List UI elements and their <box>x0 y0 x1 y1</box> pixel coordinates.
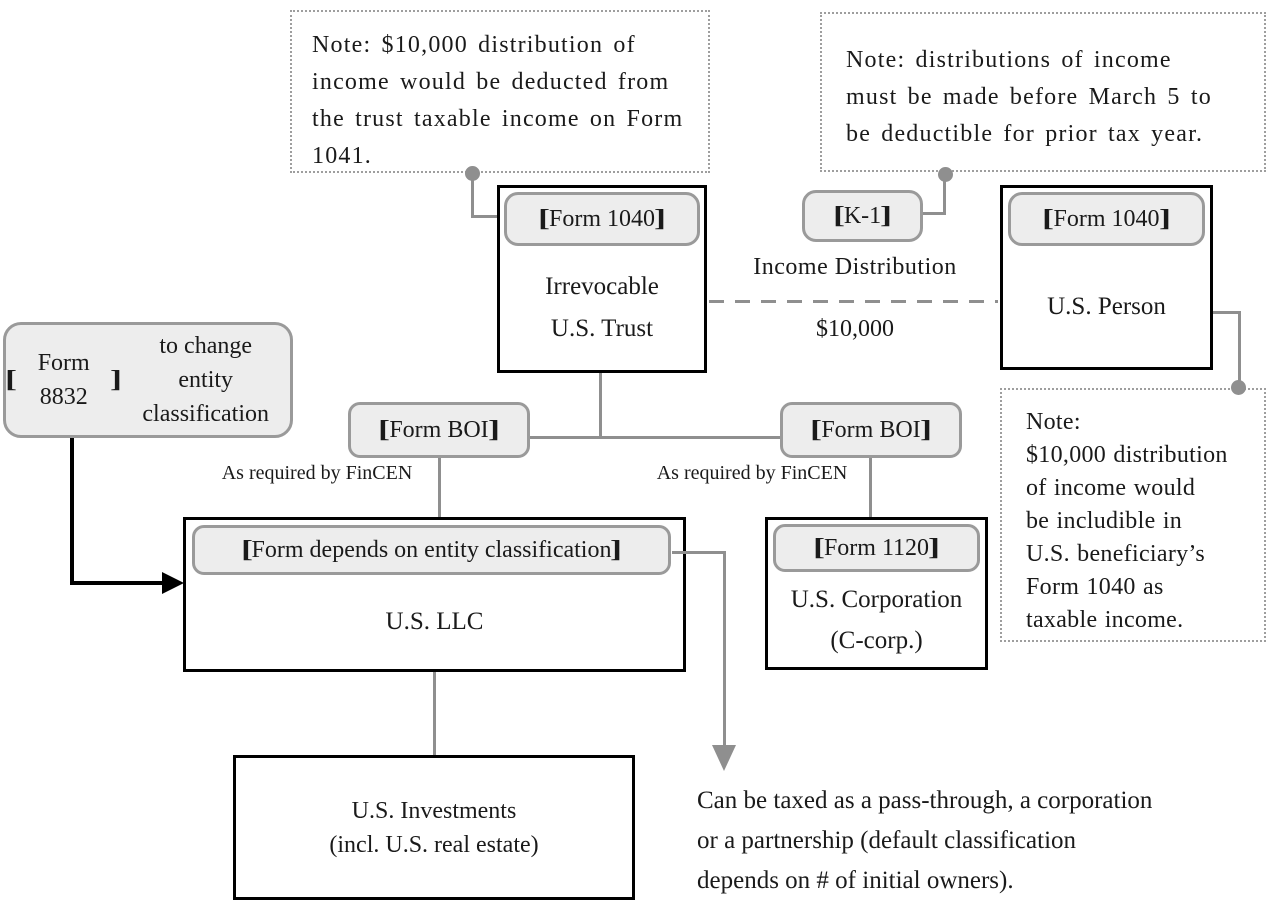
boi-right-tag: [Form BOI ] <box>780 402 962 458</box>
investments-name: U.S. Investments (incl. U.S. real estate… <box>329 797 539 858</box>
connector-person-vertical <box>1238 311 1241 384</box>
connector-8832-vertical <box>70 438 74 585</box>
k1-form-tag: [K-1 ] <box>802 190 923 242</box>
connector-dot-note3 <box>1231 380 1246 395</box>
investments-box: U.S. Investments (incl. U.S. real estate… <box>233 755 635 900</box>
trust-box: [Form 1040 ] Irrevocable U.S. Trust <box>497 185 707 373</box>
connector-note1-vertical <box>471 174 474 218</box>
caption-amount: $10,000 <box>816 316 894 342</box>
llc-form-label: [ Form depends on entity classification … <box>192 525 671 575</box>
connector-dot-note1 <box>465 166 480 181</box>
trust-form-label: [Form 1040 ] <box>504 192 700 246</box>
caption-fincen-left: As required by FinCEN <box>221 462 413 484</box>
arrowhead-llc-taxation <box>712 745 736 771</box>
caption-income-distribution: Income Distribution <box>753 254 957 280</box>
connector-note2-horizontal <box>921 212 946 215</box>
connector-boi-right-stem <box>869 458 872 517</box>
connector-boi-left-stem <box>438 458 441 517</box>
connector-8832-horizontal <box>70 581 164 585</box>
arrowhead-8832-llc <box>162 572 184 594</box>
form-8832-tag: [Form 8832 ]to change entity classificat… <box>3 322 293 438</box>
trust-name: Irrevocable U.S. Trust <box>545 273 659 342</box>
person-form-label: [Form 1040 ] <box>1008 192 1205 246</box>
connector-note2-vertical <box>943 175 946 215</box>
connector-person-horizontal <box>1213 311 1241 314</box>
corp-name: U.S. Corporation (C-corp.) <box>790 585 963 654</box>
connector-llc-investments <box>433 672 436 755</box>
connector-dot-note2 <box>938 167 953 182</box>
note-distribution-timing: Note: distributions of income must be ma… <box>820 12 1266 172</box>
note-trust-deduction: Note: $10,000 distribution of income wou… <box>290 10 710 173</box>
boi-left-tag: [Form BOI ] <box>348 402 530 458</box>
connector-trust-down <box>599 373 602 439</box>
connector-income-distribution-dashed <box>709 300 998 303</box>
note-beneficiary-inclusion: Note: $10,000 distribution of income wou… <box>1000 388 1266 642</box>
corp-form-label: [Form 1120 ] <box>773 524 980 572</box>
connector-boi-crossbar <box>530 436 780 439</box>
corp-box: [Form 1120 ] U.S. Corporation (C-corp.) <box>765 517 988 670</box>
person-box: [Form 1040 ] U.S. Person <box>1000 185 1213 370</box>
llc-box: [ Form depends on entity classification … <box>183 517 686 672</box>
connector-llc-tag-vertical <box>723 551 726 747</box>
person-name: U.S. Person <box>1047 292 1166 320</box>
llc-name: U.S. LLC <box>385 608 484 635</box>
connector-note1-horizontal <box>471 215 501 218</box>
caption-fincen-right: As required by FinCEN <box>656 462 848 484</box>
caption-llc-taxation: Can be taxed as a pass-through, a corpor… <box>697 787 1153 894</box>
connector-llc-tag-horizontal <box>672 551 726 554</box>
